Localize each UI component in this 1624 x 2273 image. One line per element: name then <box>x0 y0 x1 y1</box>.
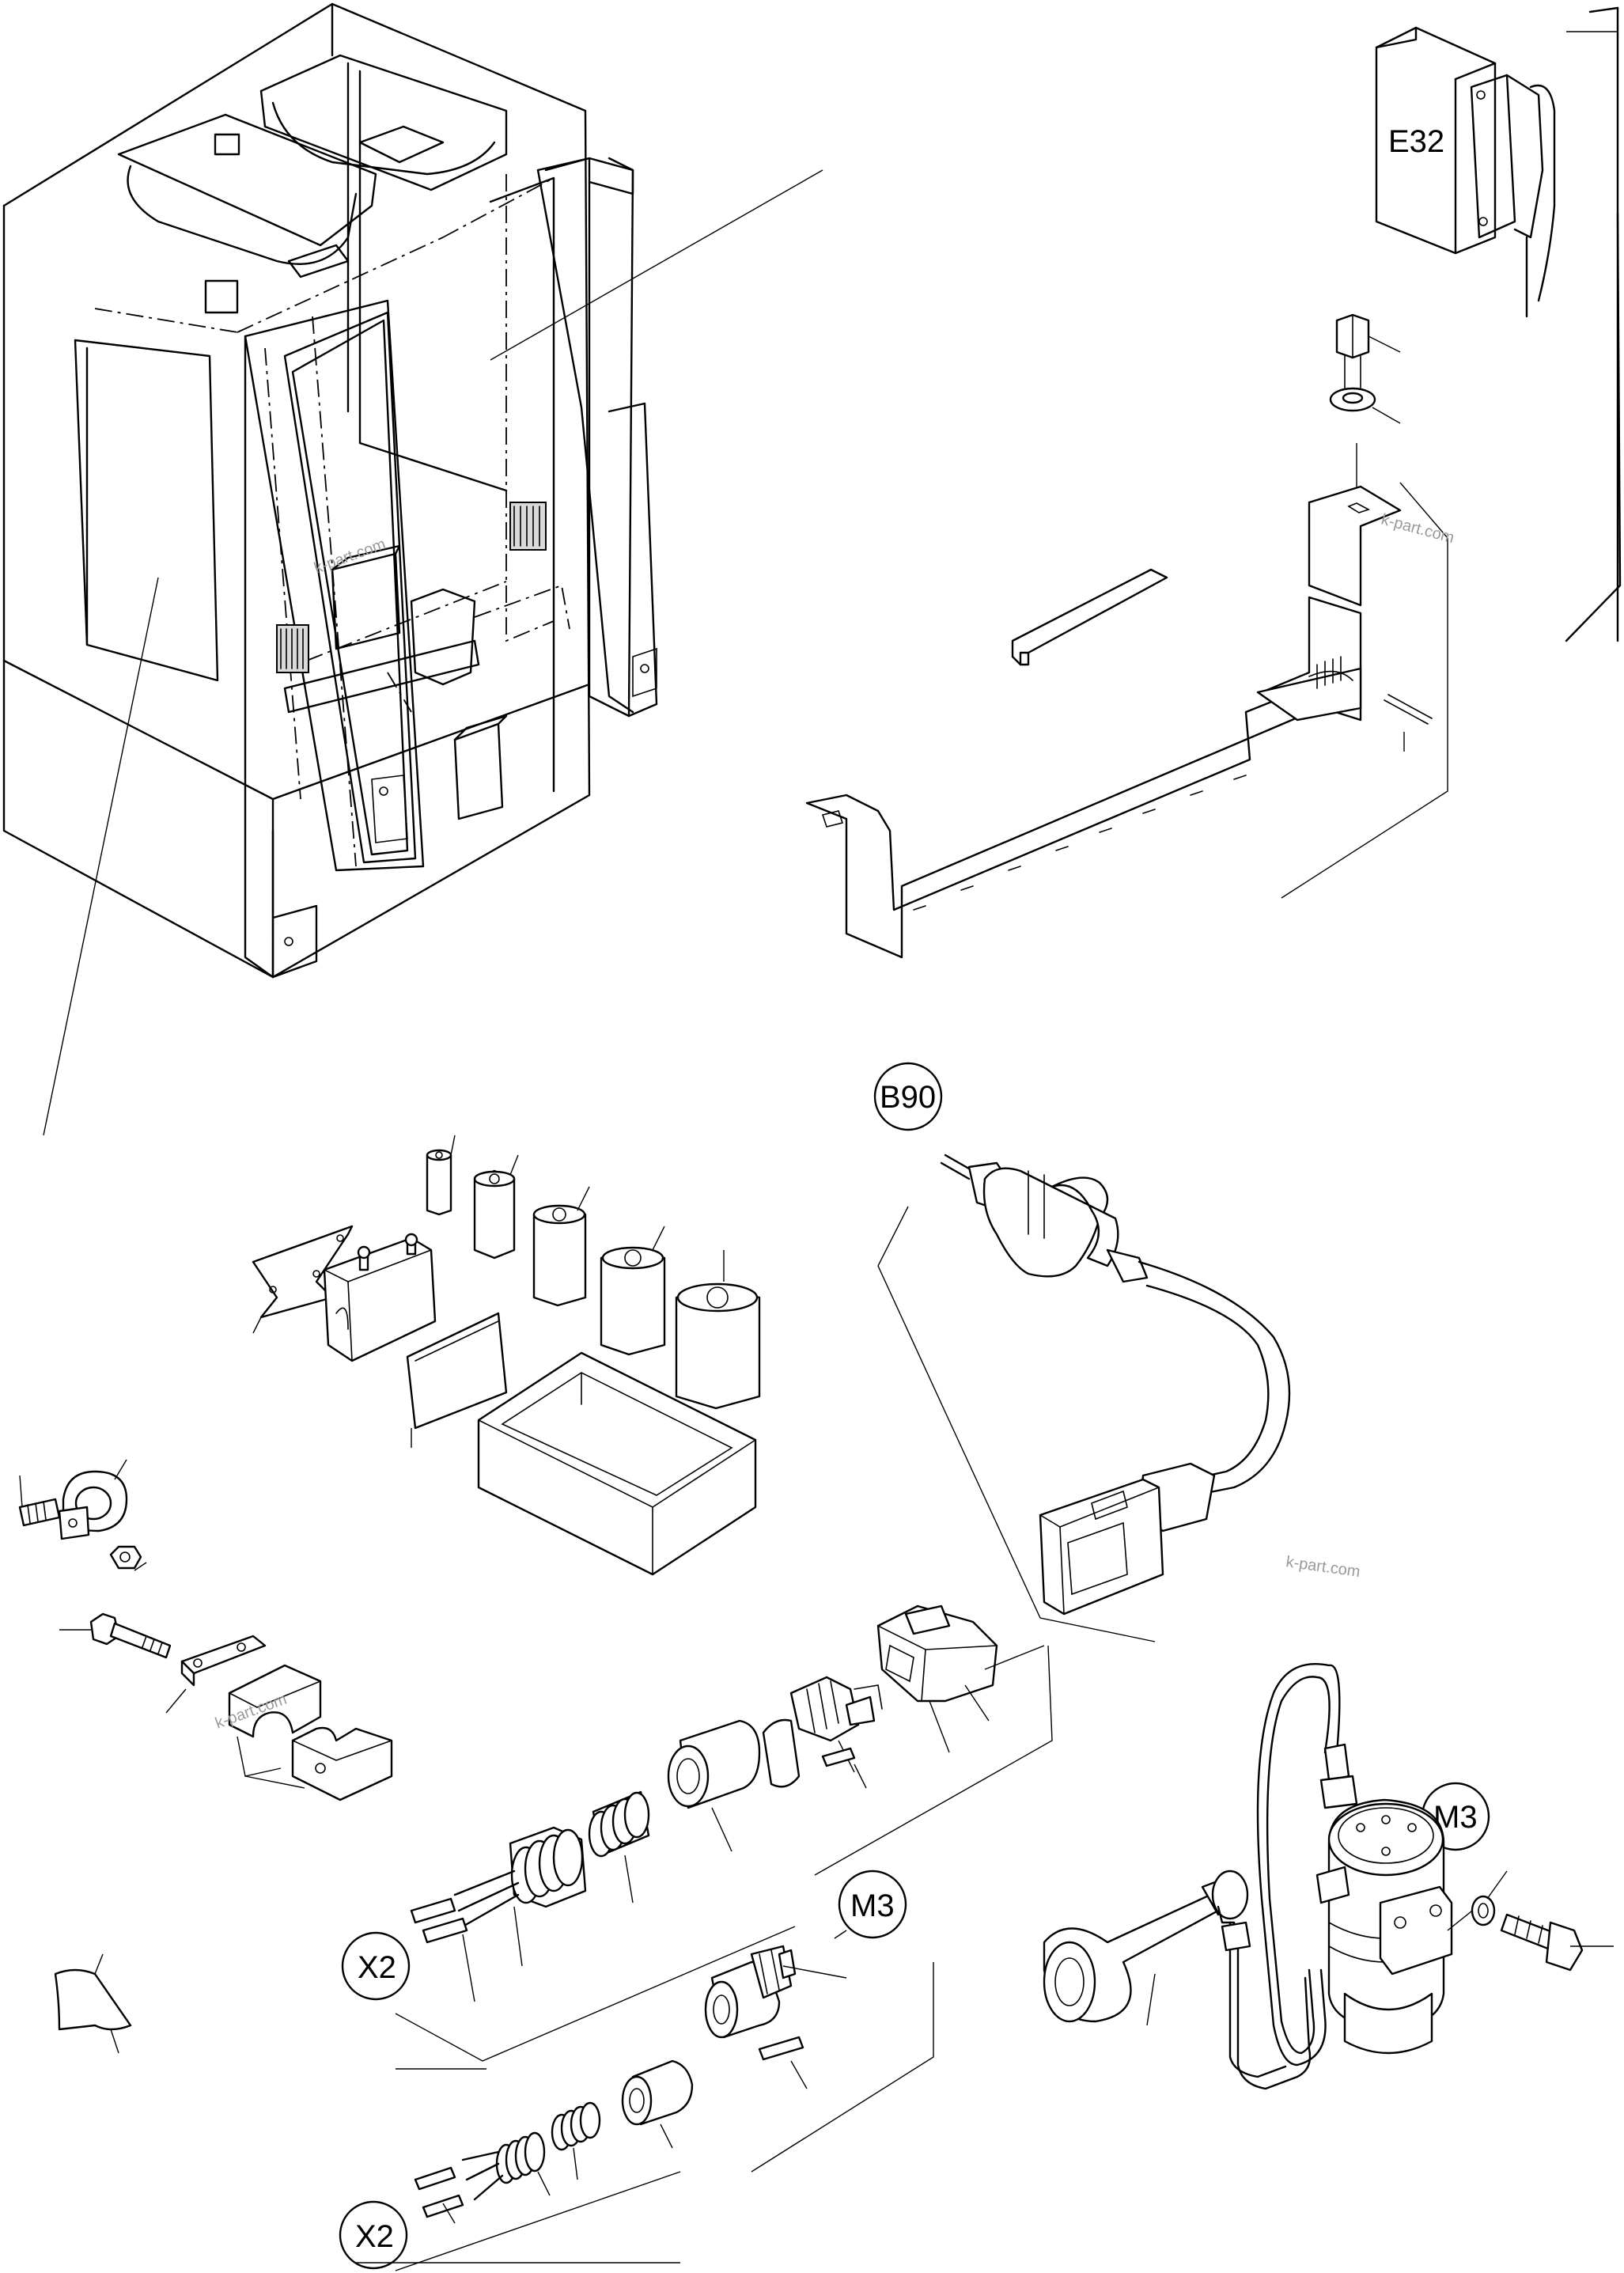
mounting-bracket-assembly: k-part.com <box>805 313 1456 959</box>
callout-b90 <box>873 1062 943 1131</box>
label-x2-upper: X2 <box>358 1950 396 1985</box>
watermark-cab: k-part.com <box>312 536 388 578</box>
callout-x2-lower <box>339 2200 408 2270</box>
label-e32: E32 <box>1388 124 1444 159</box>
label-x2-lower: X2 <box>355 2219 394 2254</box>
label-m3-connector: M3 <box>850 1888 895 1923</box>
watermark-connector: k-part.com <box>1285 1553 1361 1581</box>
watermark-bracket: k-part.com <box>1380 511 1456 547</box>
cab-outline <box>2 2 823 1136</box>
m3-harness-lower: M3 X2 <box>339 1870 934 2271</box>
misc-parts: k-part.com <box>54 536 680 2264</box>
terminal-parts-group <box>252 1135 761 1576</box>
b90-sensor-harness: B90 k-part.com <box>873 1062 1361 1642</box>
callout-x2-upper <box>341 1931 411 2001</box>
x2-m3-harness-upper: X2 <box>341 1604 1053 2062</box>
e32-control-unit: E32 <box>1375 6 1622 642</box>
clamp-parts: k-part.com <box>18 1459 393 1801</box>
m3-horn-assembly: M3 <box>1043 1663 1614 2090</box>
callout-m3-connector <box>838 1870 907 1939</box>
label-b90: B90 <box>880 1080 936 1115</box>
